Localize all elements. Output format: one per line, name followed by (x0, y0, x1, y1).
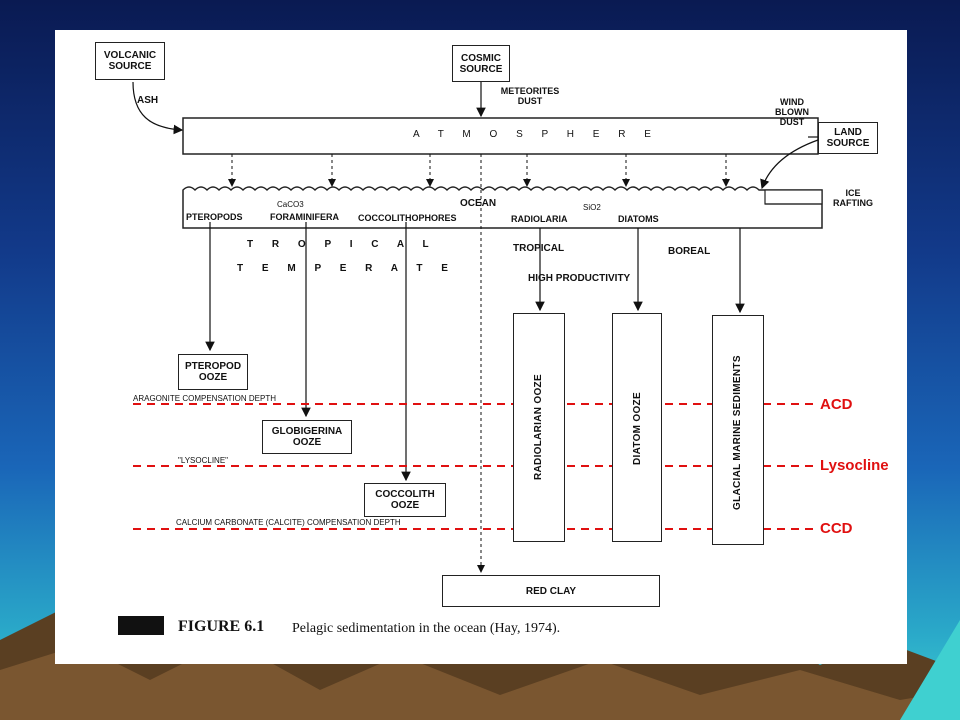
sio2-label: SiO2 (583, 203, 601, 212)
globigerina-ooze-box: GLOBIGERINA OOZE (262, 420, 352, 454)
coccolithophores-label: COCCOLITHOPHORES (358, 213, 457, 223)
tropical-spaced-label: T R O P I C A L (247, 239, 437, 250)
boreal-label: BOREAL (668, 246, 711, 257)
diatom-ooze-box (612, 313, 662, 542)
glacial-marine-sediments-label: GLACIAL MARINE SEDIMENTS (732, 355, 743, 510)
figure-number: FIGURE 6.1 (178, 618, 265, 635)
red-clay-box: RED CLAY (442, 575, 660, 607)
radiolarian-ooze-label: RADIOLARIAN OOZE (533, 374, 544, 480)
high-productivity-label: HIGH PRODUCTIVITY (528, 273, 631, 284)
caption-bar (118, 616, 164, 635)
radiolaria-label: RADIOLARIA (511, 214, 568, 224)
volcanic-source-box: VOLCANIC SOURCE (95, 42, 165, 80)
ccd-label: CCD (820, 520, 853, 537)
tropical-label: TROPICAL (513, 243, 565, 254)
meteorites-dust-label: METEORITES DUST (500, 86, 560, 106)
aragonite-depth-label: ARAGONITE COMPENSATION DEPTH (133, 394, 276, 403)
coccolith-ooze-box: COCCOLITH OOZE (364, 483, 446, 517)
ocean-label: OCEAN (460, 198, 497, 209)
foraminifera-label: FORAMINIFERA (270, 212, 339, 222)
wind-blown-dust-label: WIND BLOWN DUST (775, 97, 809, 127)
diatoms-label: DIATOMS (618, 214, 659, 224)
radiolarian-ooze-box (513, 313, 565, 542)
calcite-depth-label: CALCIUM CARBONATE (CALCITE) COMPENSATION… (176, 518, 401, 527)
pteropods-label: PTEROPODS (186, 212, 243, 222)
ocean-box (182, 186, 823, 229)
acd-label: ACD (820, 396, 853, 413)
atmosphere-label: A T M O S P H E R E (413, 129, 659, 140)
glacial-marine-sediments-box (712, 315, 764, 545)
ash-label: ASH (137, 95, 159, 106)
atmosphere-bar (182, 117, 819, 155)
ice-rafting-label: ICE RAFTING (833, 188, 873, 208)
cosmic-source-box: COSMIC SOURCE (452, 45, 510, 82)
land-source-box: LAND SOURCE (818, 122, 878, 154)
lysocline-label: Lysocline (820, 457, 889, 474)
diatom-ooze-label: DIATOM OOZE (632, 392, 643, 465)
figure-caption: Pelagic sedimentation in the ocean (Hay,… (292, 621, 561, 636)
temperate-spaced-label: T E M P E R A T E (237, 263, 456, 274)
pteropod-ooze-box: PTEROPOD OOZE (178, 354, 248, 390)
caco3-label: CaCO3 (277, 200, 304, 209)
lysocline-small-label: "LYSOCLINE" (178, 456, 228, 465)
